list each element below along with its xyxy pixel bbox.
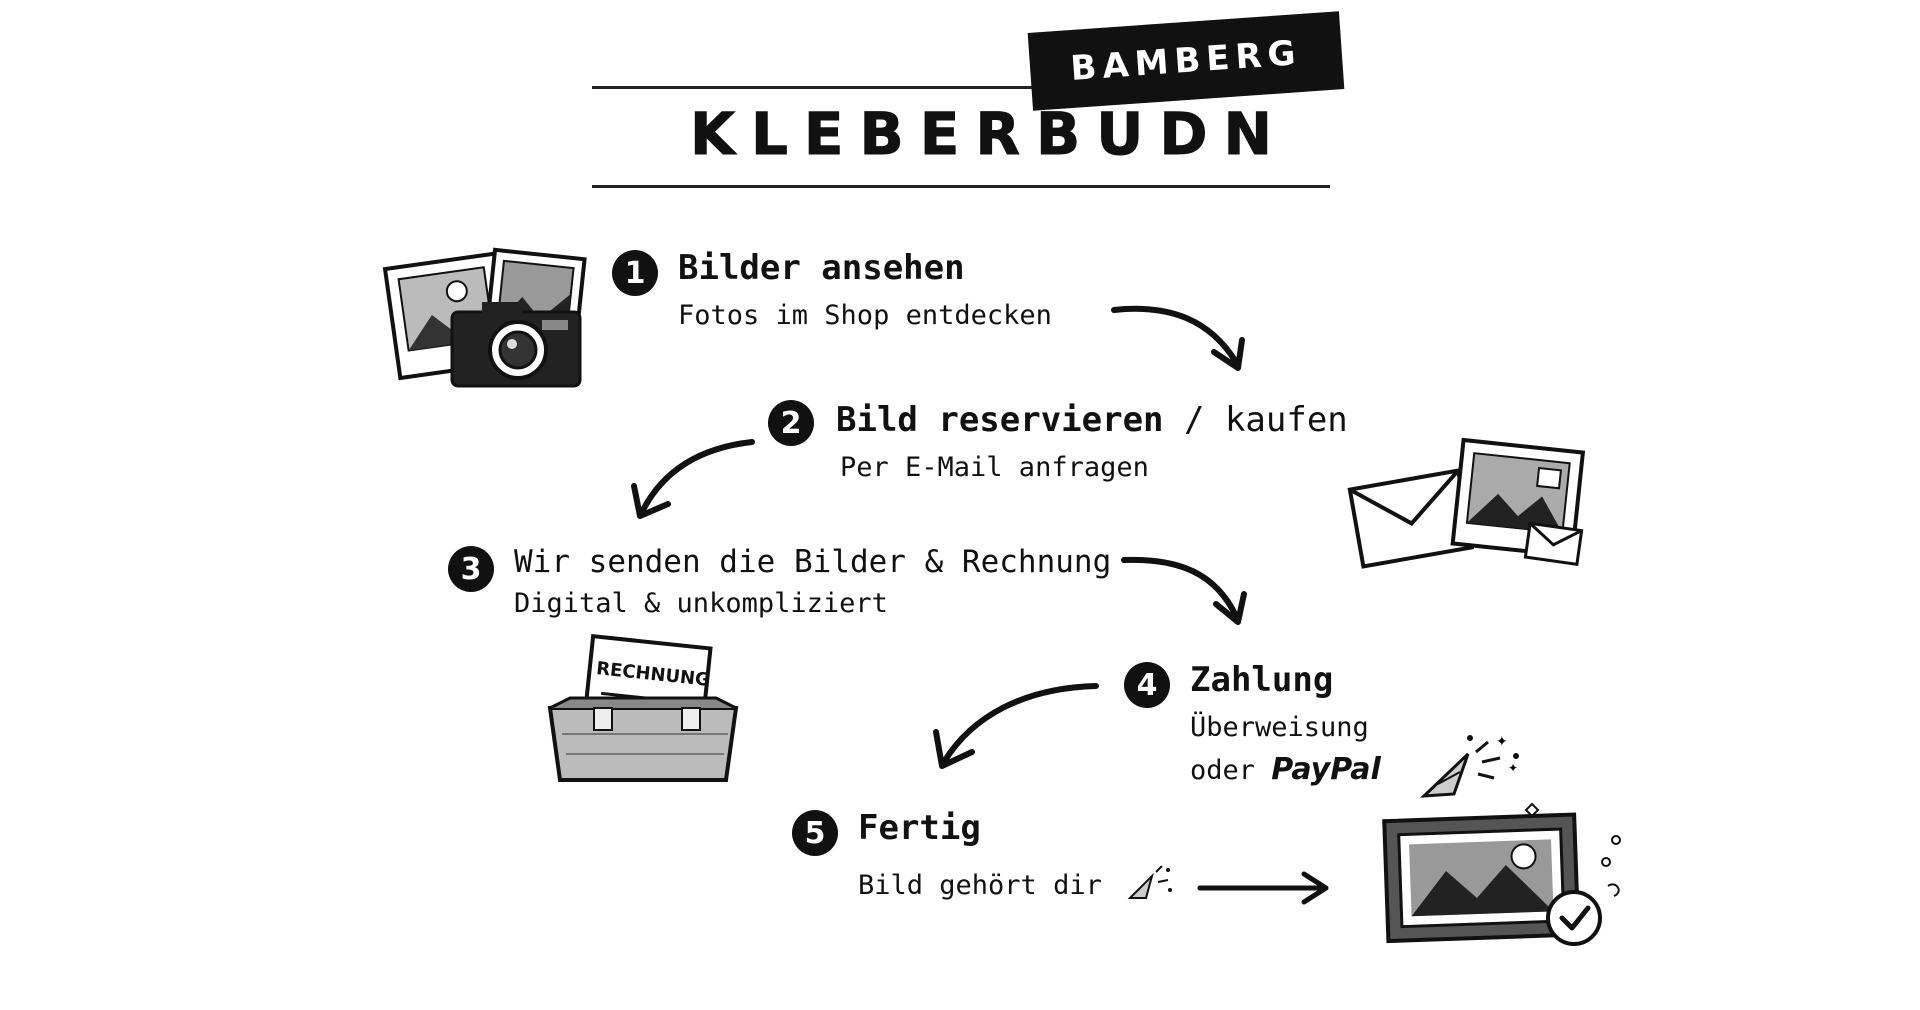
header-bottom-line [592,185,1330,188]
header-top-line [592,86,1042,89]
arrow-step2-to-step3 [631,439,755,519]
brand-title: KLEBERBUDN [689,100,1289,169]
invoice-box-icon: RECHNUNG [546,633,742,788]
step-4-number: 4 [1124,662,1170,708]
small-party-popper-icon [1127,865,1172,899]
city-badge: BAMBERG [1027,11,1345,111]
step-2-subtitle: Per E-Mail anfragen [840,452,1149,483]
step-4-subtitle: Überweisung [1190,712,1369,743]
arrow-step1-to-step2 [1111,305,1245,371]
step-3-subtitle: Digital & unkompliziert [514,588,888,619]
svg-text:✦: ✦ [1496,734,1508,750]
envelope-photo-icon [1347,437,1586,569]
step-5-title: Fertig [858,808,981,848]
framed-picture-check-icon [1382,802,1621,946]
step-3-title: Wir senden die Bilder & Rechnung [514,544,1112,580]
arrow-step3-to-step4 [1121,556,1247,625]
step-4-subtitle-paypal: oder PayPal [1190,752,1381,787]
step-3-number: 3 [448,546,494,592]
photos-camera-icon [382,247,587,388]
city-badge-label: BAMBERG [1069,32,1303,90]
step-1-title: Bilder ansehen [678,248,965,288]
step-2-number: 2 [768,400,814,446]
svg-text:✦: ✦ [1508,761,1518,775]
step-5-number: 5 [792,810,838,856]
step-2-title-extra: / kaufen [1184,400,1348,440]
party-popper-icon: ✦ ✦ [1419,734,1519,798]
step-2-title-main: Bild reservieren [836,400,1164,440]
step-4-or: oder [1190,755,1256,786]
step-4-title: Zahlung [1190,660,1334,700]
step-1-subtitle: Fotos im Shop entdecken [678,300,1052,331]
arrow-step5-to-picture [1197,871,1329,905]
arrow-step4-to-step5 [933,683,1099,769]
step-1-number: 1 [612,250,658,296]
paypal-logo: PayPal [1271,752,1381,787]
step-2-title: Bild reservieren / kaufen [836,400,1348,440]
step-5-subtitle: Bild gehört dir [858,870,1102,901]
